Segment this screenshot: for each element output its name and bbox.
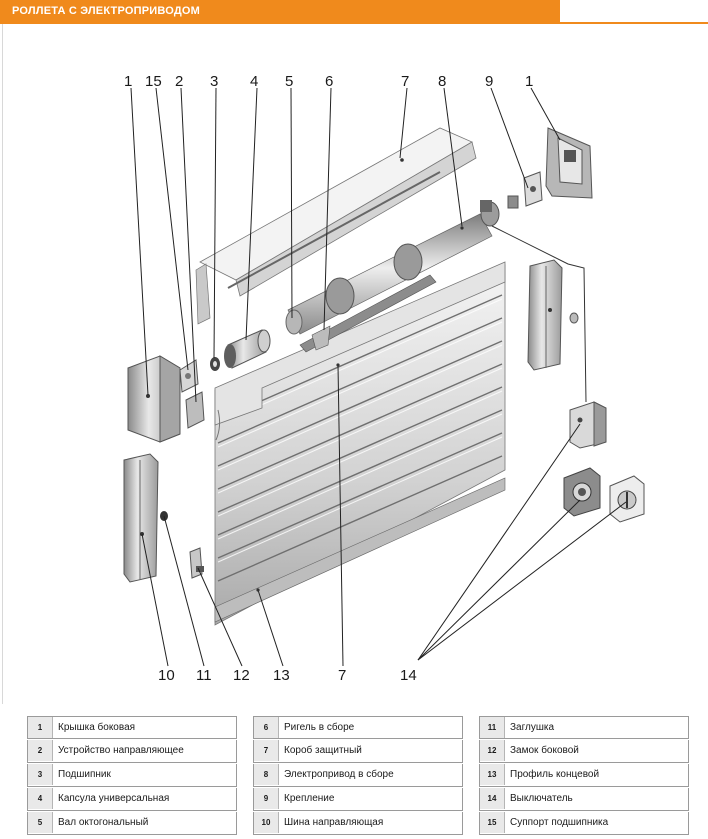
- callout-7-bottom: 7: [338, 667, 346, 684]
- legend-column-1: 1 Крышка боковая 2 Устройство направляющее…: [27, 716, 237, 836]
- callout-numbers-top: 1 15 2 3 4 5 6 7 8 9 1: [124, 73, 533, 90]
- legend-label: Заглушка: [510, 722, 555, 733]
- legend-label: Капсула универсальная: [58, 793, 170, 804]
- legend-label: Ригель в сборе: [284, 722, 355, 733]
- legend-row: 6 Ригель в сборе: [253, 716, 463, 739]
- left-side-cover: [127, 355, 181, 443]
- legend-row: 11 Заглушка: [479, 716, 689, 739]
- curtain-slats: [214, 261, 506, 626]
- legend-row: 10 Шина направляющая: [253, 812, 463, 835]
- legend-row: 9 Крепление: [253, 788, 463, 811]
- legend-row: 8 Электропривод в сборе: [253, 764, 463, 787]
- callout-9: 9: [485, 73, 493, 90]
- legend-number: 7: [254, 740, 279, 761]
- legend-label: Профиль концевой: [510, 769, 600, 780]
- legend-label: Шина направляющая: [284, 817, 384, 828]
- legend-label: Крышка боковая: [58, 722, 136, 733]
- legend-row: 13 Профиль концевой: [479, 764, 689, 787]
- bearing: [210, 357, 220, 371]
- legend-label: Выключатель: [510, 793, 573, 804]
- legend-number: 2: [28, 740, 53, 761]
- legend-row: 2 Устройство направляющее: [27, 740, 237, 763]
- universal-capsule: [224, 329, 271, 369]
- legend-label: Короб защитный: [284, 745, 362, 756]
- legend-number: 1: [28, 717, 53, 738]
- legend-label: Крепление: [284, 793, 335, 804]
- rigel-assembly: [299, 274, 437, 353]
- legend-label: Вал октогональный: [58, 817, 149, 828]
- legend-number: 13: [480, 764, 505, 785]
- legend-row: 5 Вал октогональный: [27, 812, 237, 835]
- legend-row: 12 Замок боковой: [479, 740, 689, 763]
- octagonal-shaft: [285, 200, 500, 335]
- legend-column-3: 11 Заглушка 12 Замок боковой 13 Профиль кон…: [479, 716, 689, 836]
- callout-14: 14: [400, 667, 417, 684]
- callout-10: 10: [158, 667, 175, 684]
- protective-box: [195, 127, 477, 325]
- callout-11: 11: [196, 667, 212, 684]
- leader-lines: [130, 87, 627, 667]
- header-rule: [0, 22, 708, 24]
- legend-number: 14: [480, 788, 505, 809]
- legend-number: 4: [28, 788, 53, 809]
- side-lock: [189, 547, 204, 579]
- callout-8: 8: [438, 73, 446, 90]
- switch-box: [569, 401, 607, 449]
- legend-label: Электропривод в сборе: [284, 769, 394, 780]
- legend-number: 8: [254, 764, 279, 785]
- legend-label: Устройство направляющее: [58, 745, 184, 756]
- legend-number: 15: [480, 812, 505, 833]
- callout-1-right: 1: [525, 73, 533, 90]
- legend-row: 3 Подшипник: [27, 764, 237, 787]
- guide-device: [185, 391, 205, 429]
- legend-number: 5: [28, 812, 53, 833]
- callout-4: 4: [250, 73, 258, 90]
- callout-2: 2: [175, 73, 183, 90]
- legend-row: 14 Выключатель: [479, 788, 689, 811]
- rotary-switch: [609, 475, 645, 523]
- bearing-support: [179, 359, 199, 393]
- callout-3: 3: [210, 73, 218, 90]
- legend-row: 15 Суппорт подшипника: [479, 812, 689, 835]
- callout-numbers-bottom: 10 11 12 13 7 14: [158, 667, 417, 684]
- legend-number: 3: [28, 764, 53, 785]
- legend-number: 10: [254, 812, 279, 833]
- right-side-cover: [545, 127, 593, 199]
- mount-bracket: [507, 171, 543, 209]
- callout-5: 5: [285, 73, 293, 90]
- callout-6: 6: [325, 73, 333, 90]
- exploded-diagram: 1 15 2 3 4 5 6 7 8 9 1 10 11 12 13 7 14: [0, 24, 708, 704]
- callout-1: 1: [124, 73, 132, 90]
- callout-15: 15: [145, 73, 162, 90]
- exploded-diagram-svg: 1 15 2 3 4 5 6 7 8 9 1 10 11 12 13 7 14: [123, 73, 645, 684]
- legend-row: 4 Капсула универсальная: [27, 788, 237, 811]
- right-guide-rail: [527, 259, 579, 371]
- callout-13: 13: [273, 667, 290, 684]
- legend-row: 1 Крышка боковая: [27, 716, 237, 739]
- legend-number: 11: [480, 717, 505, 738]
- legend-number: 9: [254, 788, 279, 809]
- page-title: РОЛЛЕТА С ЭЛЕКТРОПРИВОДОМ: [0, 0, 560, 22]
- legend-number: 6: [254, 717, 279, 738]
- callout-12: 12: [233, 667, 250, 684]
- legend-row: 7 Короб защитный: [253, 740, 463, 763]
- callout-7: 7: [401, 73, 409, 90]
- legend-label: Замок боковой: [510, 745, 579, 756]
- left-border: [2, 24, 3, 704]
- legend-number: 12: [480, 740, 505, 761]
- legend-column-2: 6 Ригель в сборе 7 Короб защитный 8 Электро…: [253, 716, 463, 836]
- left-guide-rail: [123, 453, 159, 583]
- key-switch: [563, 467, 601, 517]
- legend-label: Суппорт подшипника: [510, 817, 609, 828]
- motor-cable: [491, 225, 587, 403]
- legend-label: Подшипник: [58, 769, 111, 780]
